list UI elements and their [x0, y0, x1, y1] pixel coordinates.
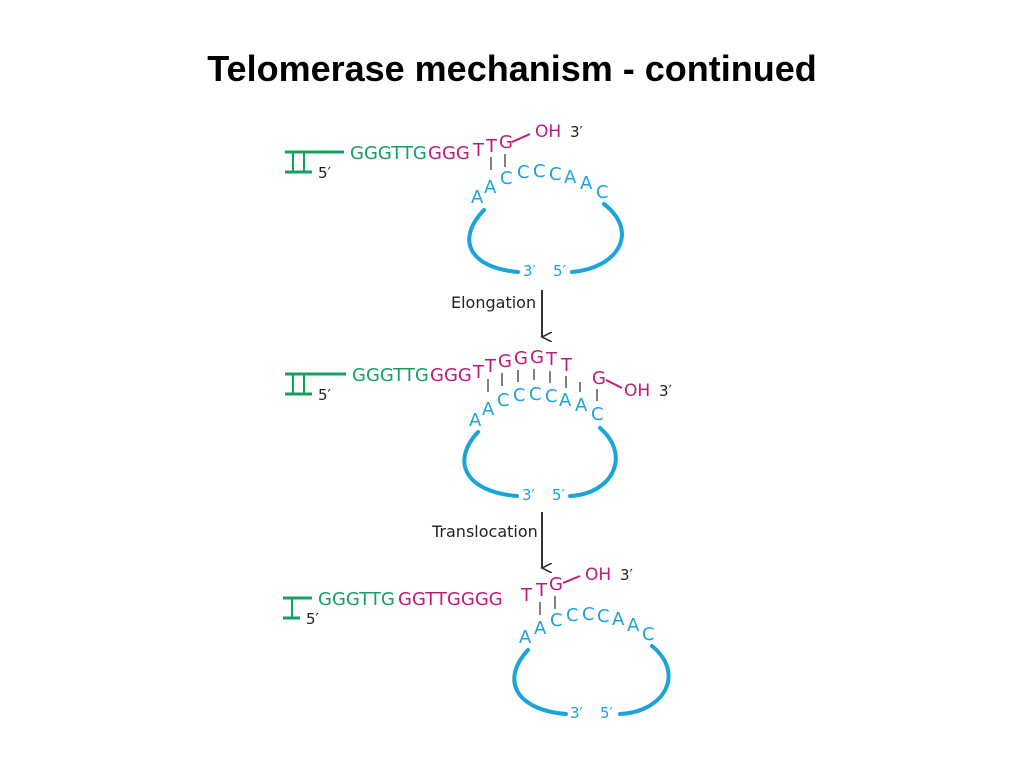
panel-2: 5′ GGGTTG GGG T T G G G T T G OH 3′ A A …	[285, 347, 673, 504]
template-three-prime: 3′	[522, 486, 536, 504]
template-rna-loop	[467, 208, 520, 274]
template-base: C	[513, 385, 526, 406]
dna-base: G	[592, 368, 606, 389]
dna-sequence-green: GGGTTG	[318, 589, 395, 610]
page-title: Telomerase mechanism - continued	[207, 48, 817, 89]
template-base: A	[482, 399, 495, 420]
dna-base: T	[485, 136, 498, 157]
template-three-prime: 3′	[523, 262, 537, 280]
dna-duplex-end	[283, 596, 312, 620]
template-base: C	[596, 182, 609, 203]
dna-duplex-end	[285, 372, 346, 396]
template-base: C	[597, 606, 610, 627]
dna-duplex-end	[285, 150, 344, 174]
template-base: C	[497, 390, 510, 411]
dna-sequence-magenta: GGTTGGGG	[398, 589, 503, 610]
panel-3: 5′ GGGTTG GGTTGGGG T T G OH 3′ A A C C C…	[283, 565, 671, 722]
template-base: A	[469, 410, 482, 431]
template-base: A	[612, 609, 625, 630]
template-rna-loop	[512, 648, 568, 716]
template-base: C	[533, 161, 546, 182]
template-base: A	[580, 173, 593, 194]
template-base: C	[642, 624, 655, 645]
three-prime-label: 3′	[620, 566, 634, 584]
template-base: A	[564, 167, 577, 188]
base-pair-bonds	[487, 369, 598, 401]
dna-base: G	[498, 351, 512, 372]
template-base: C	[545, 386, 558, 407]
dna-base: G	[514, 348, 528, 369]
three-prime-label: 3′	[659, 382, 673, 400]
template-base: A	[471, 187, 484, 208]
template-base: A	[559, 390, 572, 411]
hydroxyl-label: OH	[624, 381, 650, 401]
dna-base: T	[545, 349, 558, 370]
dna-sequence-magenta: GGG	[430, 365, 472, 386]
template-base: A	[534, 618, 547, 639]
dna-base: G	[530, 347, 544, 368]
template-five-prime: 5′	[600, 704, 614, 722]
template-five-prime: 5′	[552, 486, 566, 504]
template-base: C	[550, 610, 563, 631]
template-base: A	[519, 627, 532, 648]
oh-bond	[511, 133, 531, 143]
hydroxyl-label: OH	[535, 122, 561, 142]
template-base: C	[500, 168, 513, 189]
template-five-prime: 5′	[553, 262, 567, 280]
dna-base: T	[472, 362, 485, 383]
template-rna-loop	[570, 202, 624, 274]
template-base: A	[627, 615, 640, 636]
template-rna-loop	[618, 644, 671, 716]
dna-sequence-green: GGGTTG	[350, 143, 427, 164]
hydroxyl-label: OH	[585, 565, 611, 585]
translocation-label: Translocation	[431, 522, 538, 541]
template-base: A	[575, 395, 588, 416]
five-prime-label: 5′	[318, 164, 332, 182]
five-prime-label: 5′	[318, 386, 332, 404]
dna-sequence-green: GGGTTG	[352, 365, 429, 386]
template-base: C	[529, 384, 542, 405]
elongation-label: Elongation	[451, 293, 536, 312]
template-base: C	[549, 164, 562, 185]
template-three-prime: 3′	[570, 704, 584, 722]
elongation-step: Elongation	[451, 290, 542, 337]
dna-base: G	[549, 574, 563, 595]
template-base: C	[591, 404, 604, 425]
base-pair-bonds	[490, 154, 506, 170]
dna-base: G	[499, 132, 513, 153]
panel-1: 5′ GGGTTG GGG T T G OH 3′ A A C C C C A …	[285, 122, 624, 280]
template-base: A	[484, 177, 497, 198]
dna-base: T	[484, 356, 497, 377]
dna-base: T	[560, 355, 573, 376]
five-prime-label: 5′	[306, 610, 320, 628]
oh-bond	[605, 379, 623, 389]
template-rna-loop	[568, 426, 618, 498]
dna-base: T	[472, 140, 485, 161]
dna-base: T	[535, 580, 548, 601]
template-base: C	[517, 162, 530, 183]
translocation-step: Translocation	[431, 512, 542, 568]
oh-bond	[562, 575, 581, 584]
dna-sequence-magenta: GGG	[428, 143, 470, 164]
dna-base: T	[520, 585, 533, 606]
template-base: C	[566, 605, 579, 626]
base-pair-bonds	[539, 596, 556, 615]
template-base: C	[582, 604, 595, 625]
three-prime-label: 3′	[570, 123, 584, 141]
template-rna-loop	[462, 430, 519, 498]
